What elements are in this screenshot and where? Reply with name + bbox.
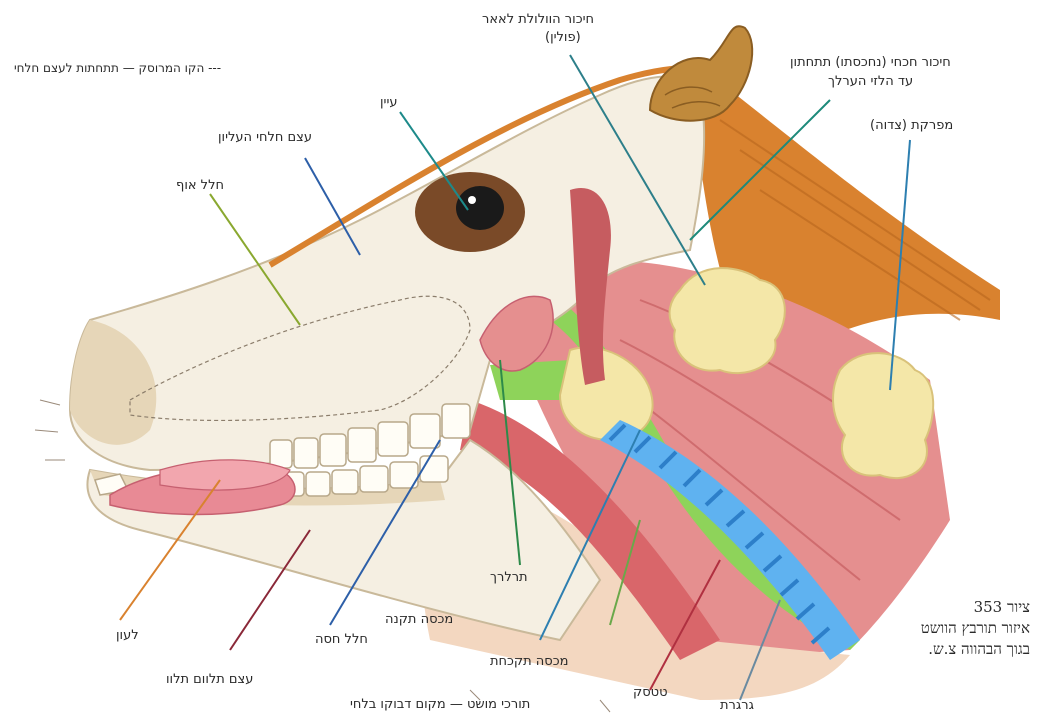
chin-label: מכסה תקנה [385, 612, 453, 628]
figure-number: ציור 353 [880, 596, 1030, 618]
tongue-label: לעון [116, 628, 139, 644]
palate-label-line1: חיכור חכחי (נחכסתו) תתחתון [790, 55, 951, 71]
eye-highlight [468, 196, 476, 204]
eye-ball [456, 186, 504, 230]
joint-label: מפרקת (צדוה) [870, 118, 953, 134]
palate-label-line2: עד הלזי הערלך [828, 74, 913, 90]
hyoid-label: מכסה תקכחת [490, 654, 568, 670]
larynx-label: גרגרת [720, 698, 754, 714]
tonsil-label-line1: חיכור הוולולת לאאר [482, 12, 594, 28]
upper-jaw-label: עצם חלחי העליון [218, 130, 312, 146]
fat-deposit-2 [833, 353, 933, 478]
fat-deposit-1 [670, 268, 785, 373]
nasal-label: חלל אוף [176, 178, 224, 194]
figure-line-2: בגוך הבהווה צ.ש. [880, 639, 1030, 660]
figure-caption: ציור 353 איזור תורבץ הוושט בגוך הבהווה צ… [880, 596, 1030, 660]
tonsil-label-line2: (פולין) [545, 30, 581, 46]
bottom-label: תורכי מושט — מקום דבוקו בלחי [350, 697, 530, 713]
legend-dashed-label: --- הקו המרוסק — תתחתות לעצם חלחי [14, 60, 221, 76]
lower-jaw-label: עצם תלוום תלוו [166, 672, 253, 688]
esophagus-label: תרלרך [490, 570, 528, 586]
trachea-label: טטסק [633, 685, 668, 701]
eye-label: עיין [380, 95, 398, 111]
mouth-label: חלל חסה [315, 632, 368, 648]
figure-line-1: איזור תורבץ הוושט [880, 618, 1030, 639]
